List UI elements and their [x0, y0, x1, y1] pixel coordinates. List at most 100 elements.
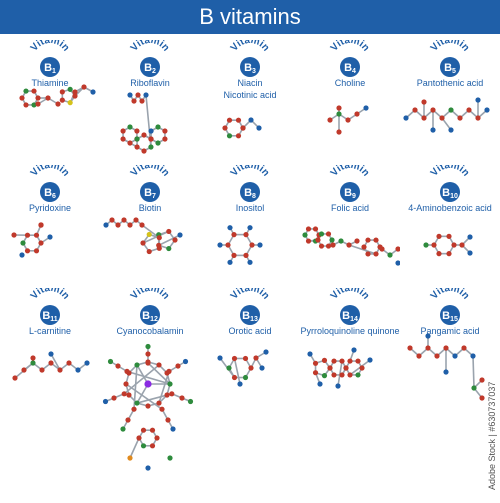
atom: [302, 232, 307, 237]
atom: [148, 136, 153, 141]
atom: [227, 225, 232, 230]
atom: [387, 252, 392, 257]
atom: [139, 222, 144, 227]
atom: [84, 360, 89, 365]
atom: [108, 359, 113, 364]
atom: [109, 217, 114, 222]
atom: [231, 232, 236, 237]
atom: [306, 238, 311, 243]
atom: [319, 231, 324, 236]
atom: [313, 370, 318, 375]
atom: [31, 88, 36, 93]
atom: [34, 248, 39, 253]
atom: [166, 369, 171, 374]
atom: [57, 367, 62, 372]
atom: [103, 222, 108, 227]
atom: [365, 251, 370, 256]
page-title: B vitamins: [0, 0, 500, 34]
atom: [256, 125, 261, 130]
atom: [115, 222, 120, 227]
atom: [470, 353, 475, 358]
molecule-structure: [0, 40, 100, 165]
atom: [127, 92, 132, 97]
atom: [236, 133, 241, 138]
atom: [248, 117, 253, 122]
atom: [222, 125, 227, 130]
atom: [479, 377, 484, 382]
atom: [423, 242, 428, 247]
atom: [124, 369, 129, 374]
atom: [227, 260, 232, 265]
atom: [467, 234, 472, 239]
atom: [60, 98, 65, 103]
atom: [338, 238, 343, 243]
atom: [217, 355, 222, 360]
atom: [131, 407, 136, 412]
atom: [306, 226, 311, 231]
atom: [336, 105, 341, 110]
atom: [336, 129, 341, 134]
atom: [38, 240, 43, 245]
atom: [143, 92, 148, 97]
atom: [355, 358, 360, 363]
atom: [169, 391, 174, 396]
atom: [134, 128, 139, 133]
molecule-structure: [200, 40, 300, 165]
atom: [231, 253, 236, 258]
atom: [339, 372, 344, 377]
atom: [232, 356, 237, 361]
atom: [227, 133, 232, 138]
atom: [253, 355, 258, 360]
atom: [335, 383, 340, 388]
atom: [361, 244, 366, 249]
atom: [127, 222, 132, 227]
atom: [448, 127, 453, 132]
atom: [177, 232, 182, 237]
atom: [326, 243, 331, 248]
atom: [217, 242, 222, 247]
atom: [35, 101, 40, 106]
atom: [154, 435, 159, 440]
atom: [115, 363, 120, 368]
molecule-structure: [400, 40, 500, 165]
atom: [141, 132, 146, 137]
atom: [236, 118, 241, 123]
atom: [331, 372, 336, 377]
bond: [130, 438, 139, 458]
atom: [448, 107, 453, 112]
atom: [431, 242, 436, 247]
atom: [30, 360, 35, 365]
atom: [346, 242, 351, 247]
atom: [313, 361, 318, 366]
atom: [446, 251, 451, 256]
atom: [188, 399, 193, 404]
atom: [434, 353, 439, 358]
atom: [247, 260, 252, 265]
atom: [439, 115, 444, 120]
atom: [165, 417, 170, 422]
atom: [475, 115, 480, 120]
atom: [164, 392, 169, 397]
atom: [111, 395, 116, 400]
atom: [457, 115, 462, 120]
atom: [243, 375, 248, 380]
watermark: Adobe Stock | #630737037: [487, 300, 499, 500]
atom: [167, 455, 172, 460]
atom: [466, 107, 471, 112]
atom: [322, 373, 327, 378]
atom: [175, 363, 180, 368]
atom: [145, 465, 150, 470]
atom: [243, 253, 248, 258]
atom: [120, 136, 125, 141]
atom: [147, 232, 152, 237]
atom: [162, 128, 167, 133]
bond: [473, 356, 474, 388]
atom: [257, 242, 262, 247]
atom: [139, 98, 144, 103]
atom: [226, 365, 231, 370]
atom: [144, 380, 151, 387]
atom: [354, 238, 359, 243]
atom: [147, 249, 152, 254]
